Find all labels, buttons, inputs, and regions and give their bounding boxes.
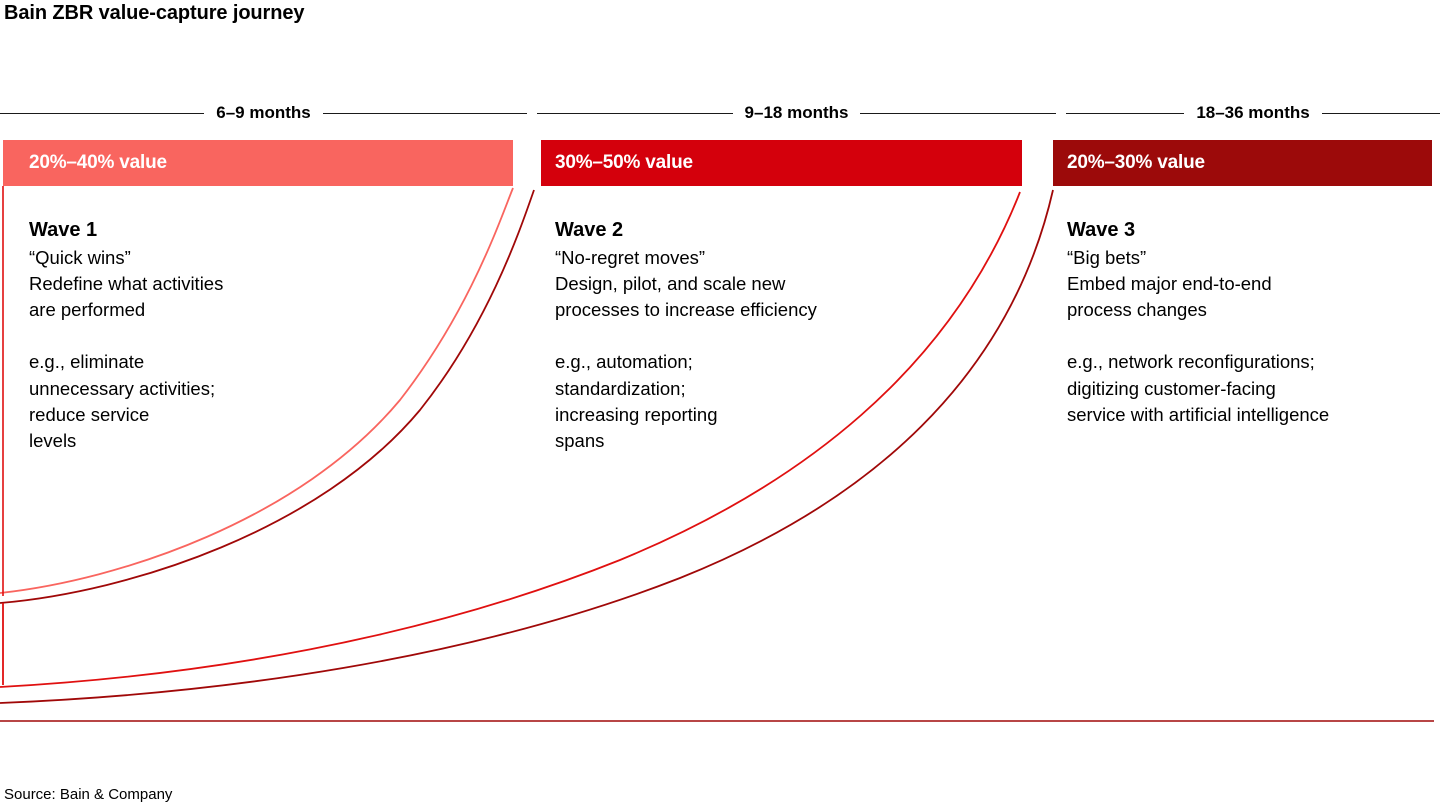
wave-2-description-line-1: Design, pilot, and scale new — [555, 272, 786, 294]
timeline-segment-1: 6–9 months — [0, 100, 528, 126]
wave-column-1[interactable]: 20%–40% value Wave 1 “Quick wins” Redefi… — [3, 140, 513, 454]
timeline-rule-right-3 — [1321, 112, 1440, 114]
wave-1-description-line-1: Redefine what activities — [29, 272, 224, 294]
wave-2-value-header: 30%–50% value — [541, 140, 1022, 186]
wave-2-value-label: 30%–50% value — [555, 152, 693, 173]
wave-2-tagline: “No-regret moves” — [555, 246, 706, 268]
wave-3-value-label: 20%–30% value — [1067, 152, 1205, 173]
wave-2-body: Wave 2 “No-regret moves” Design, pilot, … — [541, 186, 1022, 454]
wave-column-3[interactable]: 20%–30% value Wave 3 “Big bets” Embed ma… — [1053, 140, 1432, 428]
wave-3-tagline: “Big bets” — [1067, 246, 1147, 268]
wave-3-example-line-1: e.g., network reconfigurations; — [1067, 351, 1315, 373]
wave-1-tagline: “Quick wins” — [29, 246, 131, 268]
wave-3-name: Wave 3 — [1067, 219, 1136, 241]
wave-1-description-line-2: are performed — [29, 299, 146, 321]
wave-1-example-line-2: unnecessary activities; — [29, 377, 216, 399]
wave-2-name: Wave 2 — [555, 219, 624, 241]
page-title: Bain ZBR value-capture journey — [4, 2, 305, 24]
wave-3-description-line-2: process changes — [1067, 299, 1207, 321]
wave-3-example-line-2: digitizing customer-facing — [1067, 377, 1276, 399]
wave-3-value-header: 20%–30% value — [1053, 140, 1432, 186]
timeline-label-1: 6–9 months — [216, 102, 311, 122]
wave-2-example: e.g., automation; standardization; incre… — [555, 349, 1022, 454]
source-note: Source: Bain & Company — [4, 786, 173, 803]
wave-1-value-header: 20%–40% value — [3, 140, 513, 186]
timeline-rule-right-2 — [860, 112, 1056, 114]
timeline-label-2: 9–18 months — [744, 102, 849, 122]
wave-1-example-line-4: levels — [29, 430, 77, 452]
timeline-rule-left-3 — [1066, 112, 1185, 114]
wave-column-2[interactable]: 30%–50% value Wave 2 “No-regret moves” D… — [541, 140, 1022, 454]
timeline-segment-3: 18–36 months — [1066, 100, 1440, 126]
timeline-label-3: 18–36 months — [1196, 102, 1310, 122]
timeline-segment-2: 9–18 months — [537, 100, 1056, 126]
wave-1-value-label: 20%–40% value — [29, 152, 167, 173]
wave-1-body: Wave 1 “Quick wins” Redefine what activi… — [3, 186, 513, 454]
wave-2-example-line-1: e.g., automation; — [555, 351, 693, 373]
timeline-rule-right-1 — [322, 112, 528, 114]
wave-2-description-line-2: processes to increase efficiency — [555, 299, 817, 321]
wave-3-example-line-3: service with artificial intelligence — [1067, 403, 1330, 425]
wave-3-body: Wave 3 “Big bets” Embed major end-to-end… — [1053, 186, 1432, 428]
wave-1-example-line-3: reduce service — [29, 403, 150, 425]
wave-2-example-line-4: spans — [555, 430, 605, 452]
wave-1-example-line-1: e.g., eliminate — [29, 351, 145, 373]
wave-1-example: e.g., eliminate unnecessary activities; … — [29, 349, 513, 454]
wave-2-example-line-2: standardization; — [555, 377, 686, 399]
timeline-rule-left-2 — [537, 112, 733, 114]
wave-3-example: e.g., network reconfigurations; digitizi… — [1067, 349, 1432, 428]
wave-1-name: Wave 1 — [29, 219, 98, 241]
wave-2-example-line-3: increasing reporting — [555, 403, 718, 425]
timeline-rule-left-1 — [0, 112, 205, 114]
wave-3-description-line-1: Embed major end-to-end — [1067, 272, 1272, 294]
